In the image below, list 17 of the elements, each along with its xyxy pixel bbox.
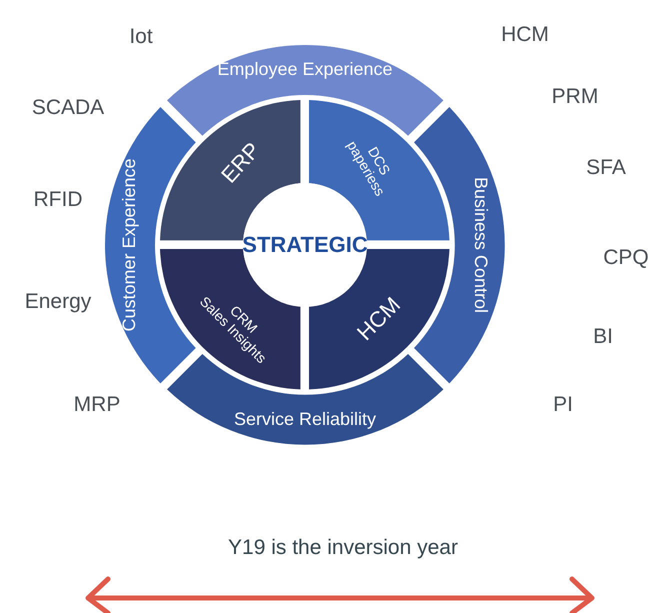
system-label: HCM (501, 23, 549, 47)
segment-label: Business Control (470, 176, 490, 314)
system-label: Energy (24, 290, 92, 314)
system-label: SFA (586, 156, 626, 180)
system-label: PI (553, 393, 573, 417)
system-label: RFID (34, 188, 82, 212)
system-label: SCADA (32, 96, 104, 120)
system-label: BI (593, 325, 613, 349)
segment-label: Customer Experience (120, 158, 140, 332)
center-label: STRATEGIC (242, 232, 368, 258)
segment-label: Employee Experience (217, 60, 393, 80)
system-label: MRP (74, 393, 120, 417)
system-label: Iot (129, 25, 153, 49)
caption: Y19 is the inversion year (228, 536, 458, 560)
system-label: CPQ (603, 246, 649, 270)
segment-label: Service Reliability (234, 410, 376, 430)
system-label: PRM (552, 85, 598, 109)
